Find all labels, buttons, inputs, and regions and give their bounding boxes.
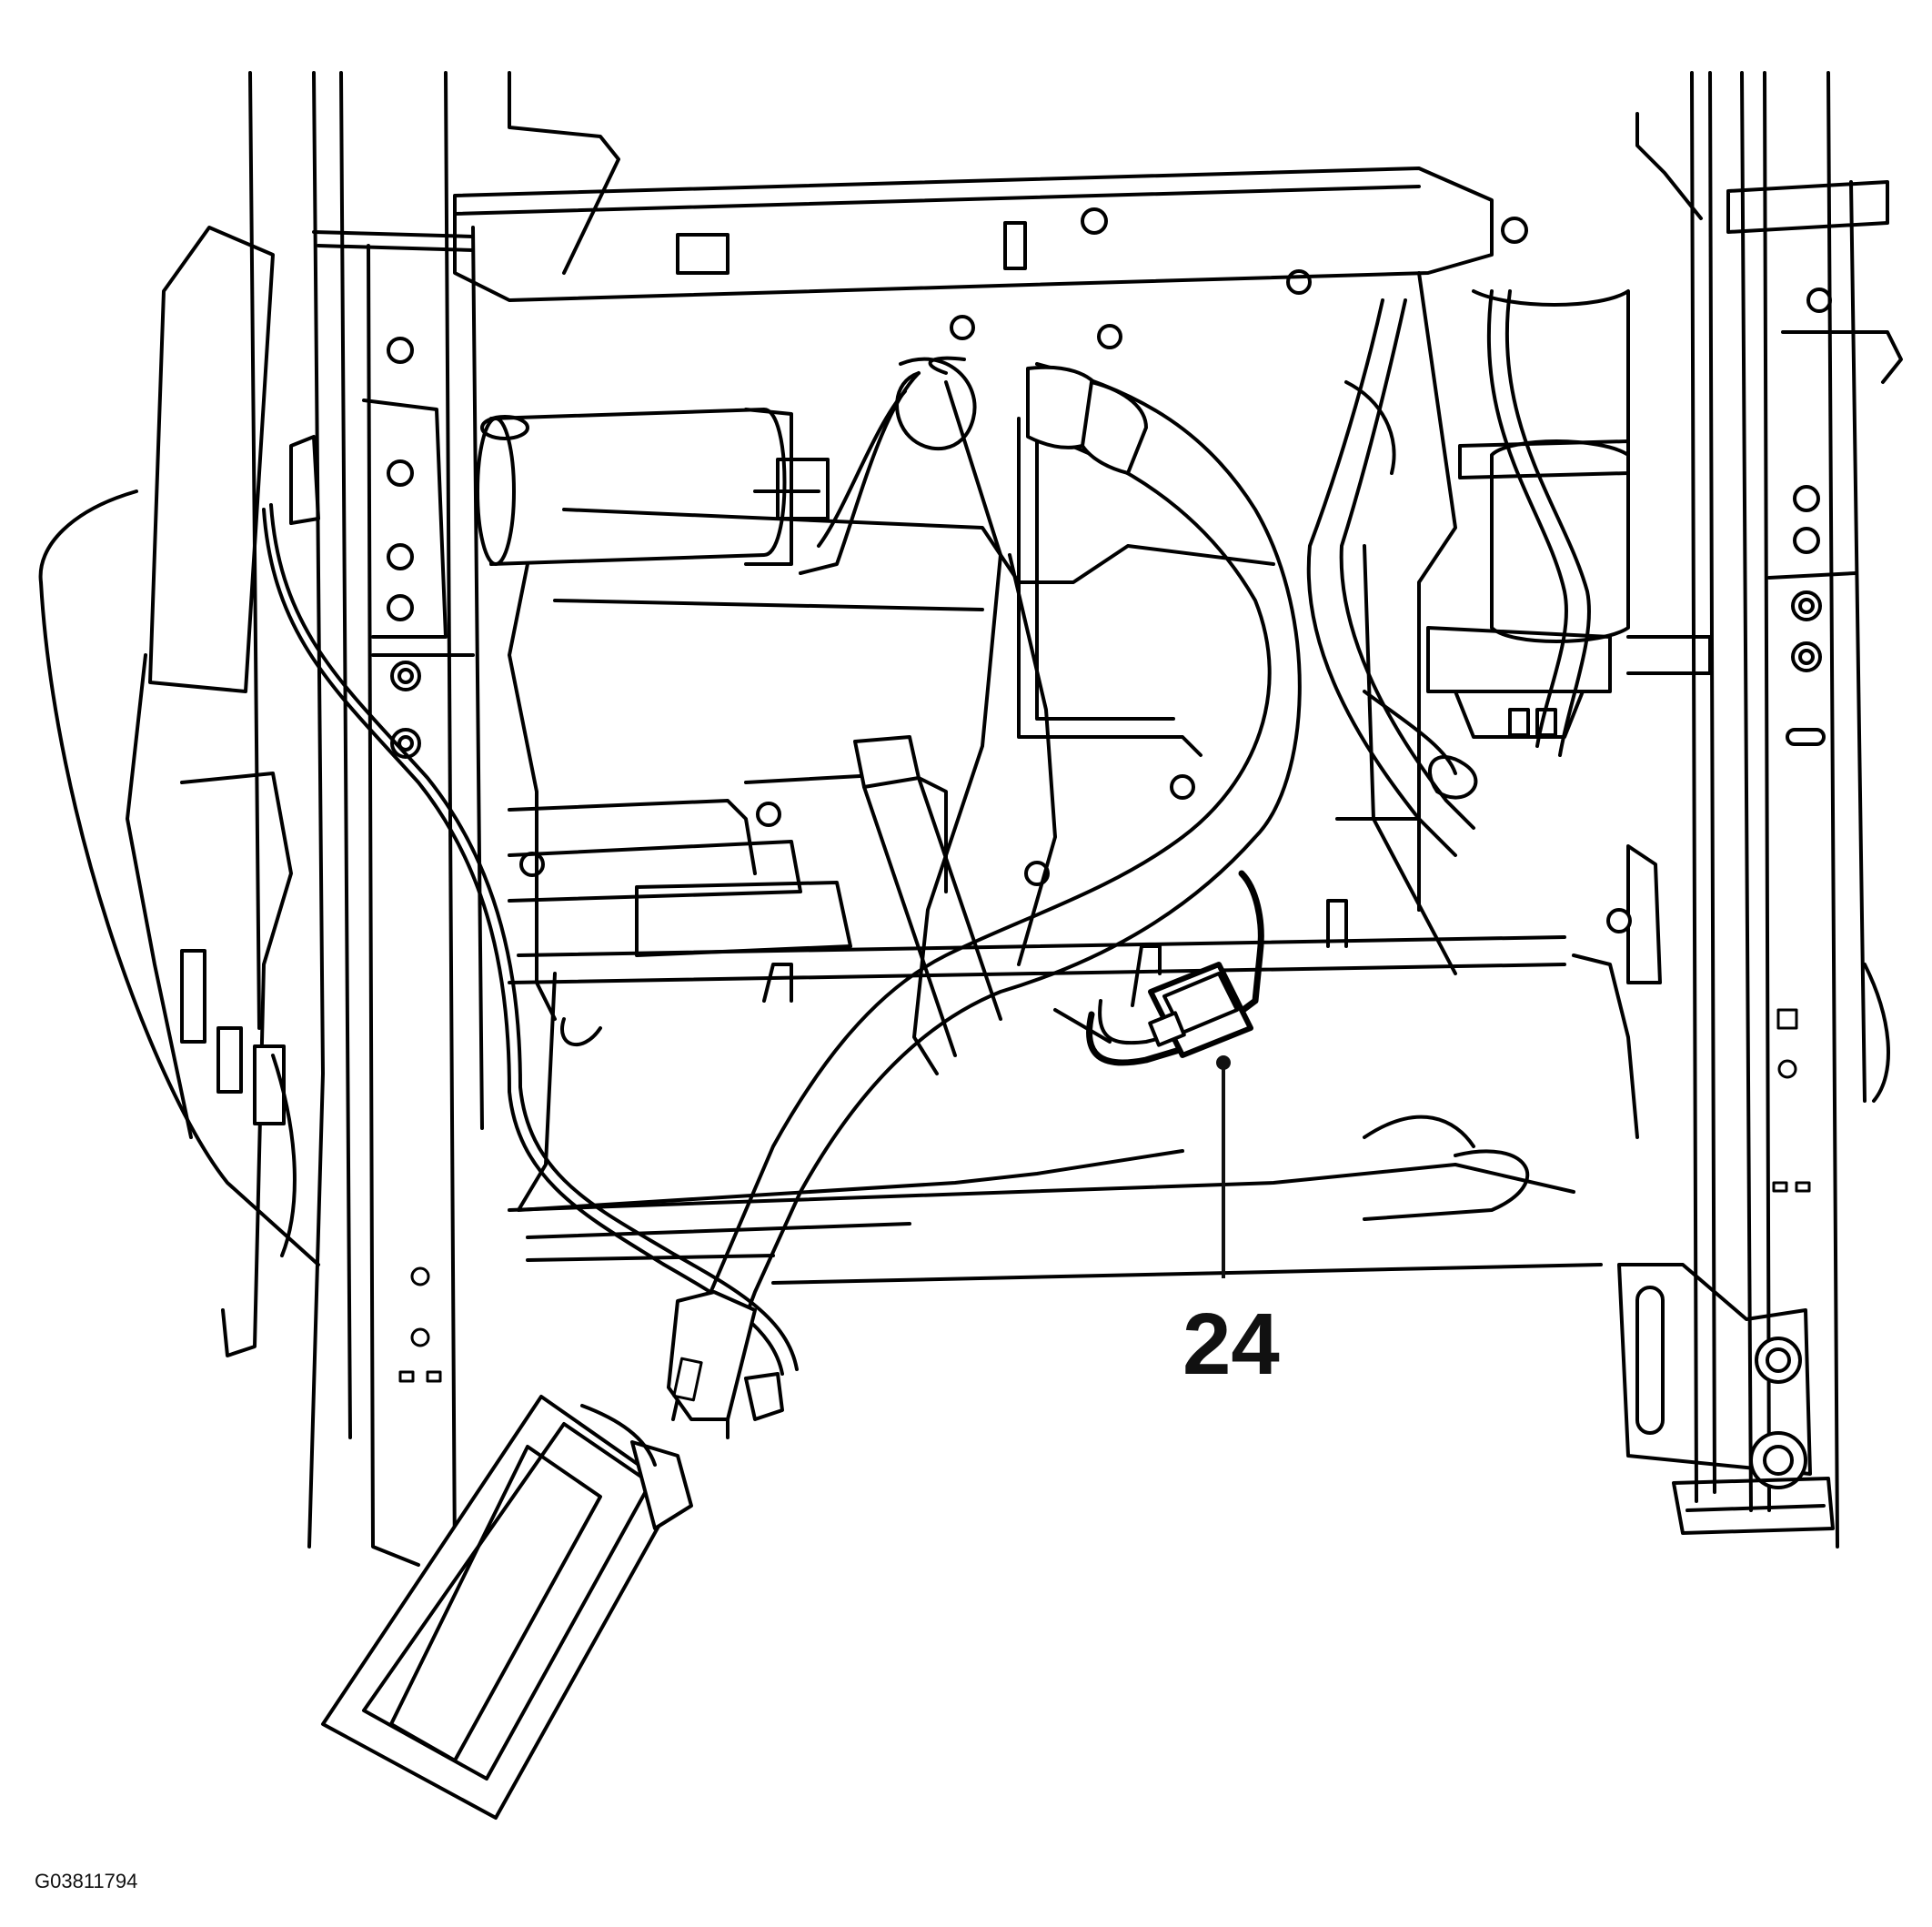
- left-side-shield: [38, 226, 320, 1357]
- figure-id: G03811794: [35, 1870, 137, 1892]
- right-mounting-bracket: [1606, 844, 1890, 1535]
- seat-pan-frame: [508, 417, 1639, 1212]
- wire-loop: [799, 357, 977, 575]
- callout-24: 24: [1182, 1055, 1280, 1393]
- callout-number: 24: [1182, 1296, 1280, 1393]
- left-seat-track: [248, 71, 484, 1567]
- wiring-harness-right: [1306, 289, 1592, 857]
- wiring-harness-main: [671, 356, 1302, 1439]
- seat-motor: [476, 408, 830, 566]
- right-seat-track: [1690, 71, 1903, 1549]
- connector-24: [1053, 870, 1264, 1066]
- rear-cross-member: [453, 71, 1703, 349]
- thin-wire-left: [262, 503, 799, 1376]
- large-harness-connector: [321, 1290, 784, 1820]
